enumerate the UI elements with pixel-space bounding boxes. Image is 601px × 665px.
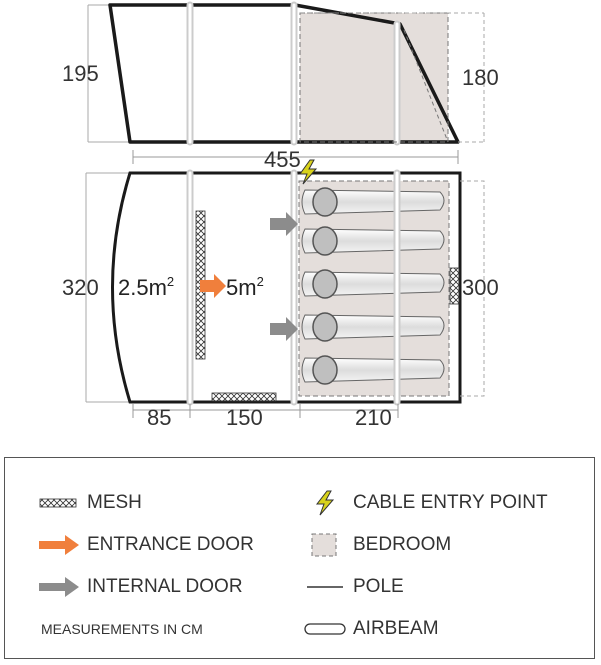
- lightning-icon: [297, 490, 353, 516]
- measurements-note: MEASUREMENTS IN CM: [41, 621, 203, 637]
- sleeping-bag: [301, 187, 445, 217]
- bedroom-depth-label: 210: [355, 405, 392, 430]
- cable-entry-icon: [299, 159, 318, 185]
- legend: MESH CABLE ENTRY POINT ENTRANCE DOOR BED…: [4, 457, 595, 659]
- legend-label: AIRBEAM: [353, 618, 439, 639]
- tent-outline-floor: [111, 171, 462, 404]
- porch-area-label: 2.5m2: [118, 274, 174, 300]
- sleeping-bag: [301, 312, 445, 342]
- airbeam-icon: [297, 617, 353, 641]
- legend-item-pole: POLE: [297, 575, 404, 599]
- legend-item-internal-door: INTERNAL DOOR: [31, 575, 243, 599]
- mesh-icon: [31, 491, 87, 515]
- mesh-panel: [211, 392, 277, 402]
- width-label: 320: [62, 275, 99, 300]
- sleeping-bag: [301, 269, 445, 299]
- height-front-label: 195: [62, 61, 99, 86]
- bedroom-outline: [298, 180, 450, 397]
- porch-depth-label: 85: [147, 405, 171, 430]
- legend-label: MESH: [87, 492, 142, 513]
- internal-door-arrow: [270, 212, 298, 236]
- legend-item-airbeam: AIRBEAM: [297, 617, 439, 641]
- living-depth-label: 150: [226, 405, 263, 430]
- side-elevation: 195 180 455: [62, 1, 499, 172]
- mesh-panel: [449, 267, 460, 305]
- entrance-door-arrow: [200, 274, 226, 298]
- legend-item-cable-entry-point: CABLE ENTRY POINT: [297, 490, 548, 516]
- internal-door-arrow: [270, 317, 298, 341]
- sleeping-bag: [301, 226, 445, 256]
- legend-label: CABLE ENTRY POINT: [353, 492, 548, 513]
- bedroom-width-label: 300: [462, 275, 499, 300]
- legend-label: ENTRANCE DOOR: [87, 534, 254, 555]
- legend-label: INTERNAL DOOR: [87, 576, 243, 597]
- tent-diagram: 195 180 455: [62, 1, 499, 430]
- legend-item-bedroom: BEDROOM: [297, 533, 451, 557]
- length-label: 455: [264, 147, 301, 172]
- legend-item-mesh: MESH: [31, 491, 142, 515]
- height-rear-label: 180: [462, 65, 499, 90]
- orange-arrow-icon: [31, 533, 87, 557]
- grey-arrow-icon: [31, 575, 87, 599]
- legend-item-entrance-door: ENTRANCE DOOR: [31, 533, 254, 557]
- sleeping-bag: [301, 355, 445, 385]
- legend-label: POLE: [353, 576, 404, 597]
- bedroom-swatch-icon: [297, 533, 353, 557]
- bedroom-zone: [300, 13, 448, 142]
- sleeping-bags: [301, 187, 445, 385]
- tent-outline-side: [108, 3, 460, 144]
- floor-plan: 320 300 85 150 210 2.5m2 5m2: [62, 159, 499, 430]
- legend-label: BEDROOM: [353, 534, 452, 555]
- living-area-label: 5m2: [226, 274, 264, 300]
- pole-line-icon: [297, 575, 353, 599]
